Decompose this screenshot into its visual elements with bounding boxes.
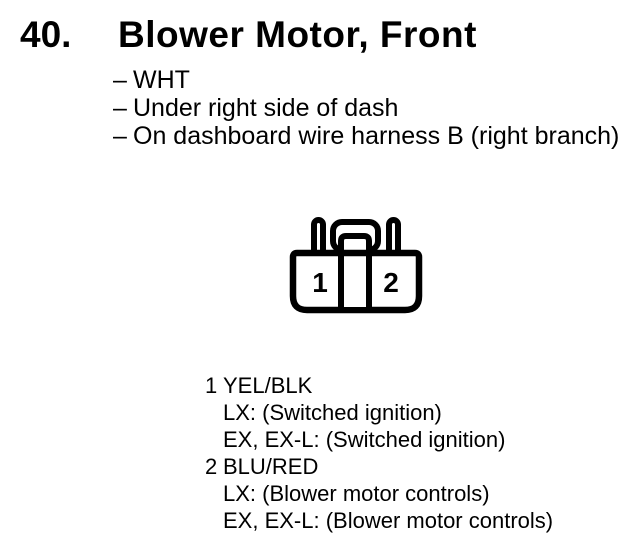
pin-1-trim-note: LX: (Switched ignition) xyxy=(223,400,442,425)
pin-2-wire-color: BLU/RED xyxy=(223,454,319,479)
pin-1-trim-note: EX, EX-L: (Switched ignition) xyxy=(223,427,506,452)
page-title: Blower Motor, Front xyxy=(118,14,477,55)
dash-marker: – xyxy=(113,122,127,150)
pin-2-trim-note: LX: (Blower motor controls) xyxy=(223,481,490,506)
location-note-text: Under right side of dash xyxy=(133,94,399,122)
cavity-2-label: 2 xyxy=(383,267,399,298)
pin-list: 1 YEL/BLK LX: (Switched ignition) EX, EX… xyxy=(205,372,553,534)
location-note: – Under right side of dash xyxy=(113,94,619,122)
location-note-text: WHT xyxy=(133,66,190,94)
pin-1-number: 1 xyxy=(205,373,218,398)
pin-1-wire-color: YEL/BLK xyxy=(223,373,313,398)
item-number: 40. xyxy=(20,14,72,55)
connector-center-divider xyxy=(338,233,372,313)
location-notes: – WHT – Under right side of dash – On da… xyxy=(113,66,619,150)
pin-1-row: 1 YEL/BLK xyxy=(205,372,553,399)
pin-2-trim-note: EX, EX-L: (Blower motor controls) xyxy=(223,508,554,533)
location-note: – WHT xyxy=(113,66,619,94)
pin-2-row: 2 BLU/RED xyxy=(205,453,553,480)
pin-2-number: 2 xyxy=(205,454,218,479)
dash-marker: – xyxy=(113,66,127,94)
cavity-1-label: 1 xyxy=(312,267,328,298)
dash-marker: – xyxy=(113,94,127,122)
location-note: – On dashboard wire harness B (right bra… xyxy=(113,122,619,150)
connector-diagram: 1 2 xyxy=(289,217,423,314)
location-note-text: On dashboard wire harness B (right branc… xyxy=(133,122,620,150)
